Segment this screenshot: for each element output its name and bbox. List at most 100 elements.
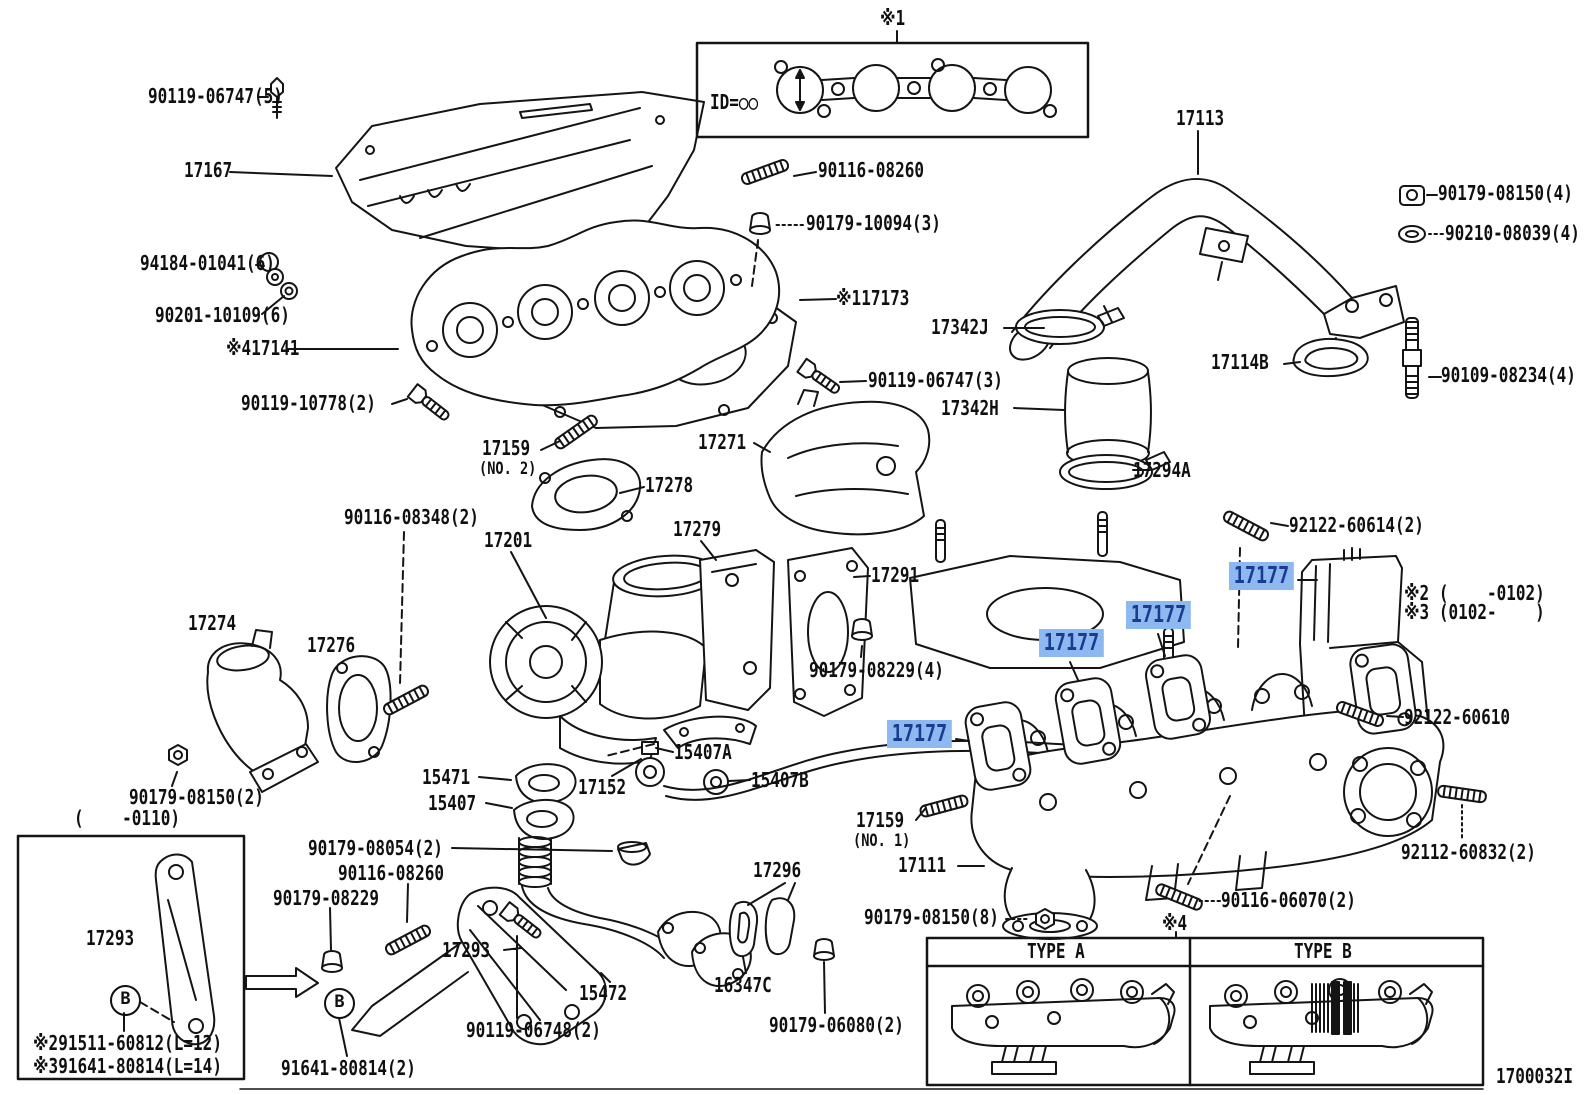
leader-lines — [123, 30, 1442, 1057]
ref-note-2: ※2 ( -0102) — [1404, 581, 1545, 605]
part-15407B: 15407B — [751, 768, 809, 792]
part-17177-3[interactable]: 17177 — [1039, 629, 1104, 658]
part-15407: 15407 — [428, 791, 477, 815]
plug-90179-08054-icon — [617, 841, 651, 866]
hose-17342H — [1064, 357, 1152, 467]
type-b-header: TYPE B — [1294, 939, 1352, 963]
part-90201-10109: 90201-10109(6) — [155, 303, 290, 327]
stud-90109-08234-icon — [1402, 317, 1422, 399]
stud-90116-08260-top-icon — [739, 157, 791, 187]
ring-90201-icon — [280, 282, 298, 300]
nut-90179-10094-icon — [749, 212, 771, 235]
part-90179-08054: 90179-08054(2) — [308, 836, 443, 860]
callout-b-1: B — [110, 985, 141, 1016]
bracket-17293-boxed — [154, 853, 216, 1046]
leader-lines-dotted — [773, 224, 1463, 920]
bolt-90119-06747-5-icon — [270, 77, 284, 119]
part-17177-4[interactable]: 17177 — [887, 720, 952, 749]
part-90119-10778: 90119-10778(2) — [241, 391, 376, 415]
part-90116-08260-a: 90116-08260 — [818, 158, 924, 182]
part-92122-60614: 92122-60614(2) — [1289, 513, 1424, 537]
part-17293-b: 17293 — [442, 938, 491, 962]
part-90179-08229-b: 90179-08229 — [273, 886, 379, 910]
part-90210-08039: 90210-08039(4) — [1445, 221, 1580, 245]
gasket-17278 — [531, 458, 642, 531]
gasket-17177-2 — [1054, 677, 1122, 765]
part-17276: 17276 — [307, 633, 356, 657]
part-17114B: 17114B — [1211, 350, 1269, 374]
plates-16347C-17296 — [728, 882, 796, 958]
part-17294A: 17294A — [1133, 458, 1191, 482]
part-17177-1[interactable]: 17177 — [1229, 562, 1294, 591]
part-17293-a: 17293 — [86, 926, 135, 950]
part-90109-08234: 90109-08234(4) — [1441, 363, 1576, 387]
part-17279: 17279 — [673, 517, 722, 541]
part-92112-60832: 92112-60832(2) — [1401, 840, 1536, 864]
part-90179-08150-8: 90179-08150(8) — [864, 905, 999, 929]
nut-90179-08229-b-icon — [321, 950, 343, 973]
part-90119-06747-5: 90119-06747(5) — [148, 84, 283, 108]
part-17152: 17152 — [578, 775, 627, 799]
part-90119-06747-3: 90119-06747(3) — [868, 368, 1003, 392]
part-17177-2[interactable]: 17177 — [1126, 601, 1191, 630]
gasket-17177-1 — [964, 701, 1032, 791]
nut-90179-08229-4-icon — [851, 618, 873, 641]
bolt-note-1: ※291511-60812(L=12) — [33, 1031, 222, 1055]
part-17271: 17271 — [698, 430, 747, 454]
part-17113: 17113 — [1176, 106, 1225, 130]
part-90179-10094: 90179-10094(3) — [806, 211, 941, 235]
date-note: ( -0110) — [74, 806, 180, 830]
gasket-17114B — [1292, 338, 1369, 378]
turbocharger-17201 — [489, 547, 869, 765]
part-17342H: 17342H — [941, 396, 999, 420]
bracket-detail-box — [16, 834, 246, 1081]
stud-92122-60614-icon — [1221, 508, 1271, 544]
drawing-code: 1700032I — [1496, 1064, 1574, 1088]
stud-90116-06070-icon — [1153, 881, 1205, 913]
part-17159-no1: 17159 — [856, 808, 905, 832]
detail-arrow — [245, 967, 319, 998]
nut-90179-08150-2-icon — [168, 744, 188, 766]
nut-90179-08150-4-icon — [1399, 185, 1425, 206]
part-90179-08229-4: 90179-08229(4) — [809, 658, 944, 682]
callout-b-2: B — [324, 988, 355, 1019]
oil-return-pipe — [513, 763, 752, 987]
bolt-note-2: ※391641-80814(L=14) — [33, 1054, 222, 1078]
gasket-id-label: ID=○○ — [710, 90, 759, 114]
turbo-outlet-elbow — [909, 511, 1185, 669]
gasket-17177-3 — [1145, 654, 1211, 740]
part-90179-08150-4: 90179-08150(4) — [1438, 181, 1573, 205]
stud-90116-08260-bottom-icon — [383, 922, 433, 958]
clamp-17294A — [1059, 451, 1171, 490]
part-91641-80814: 91641-80814(2) — [281, 1056, 416, 1080]
part-90179-08150-2: 90179-08150(2) — [129, 785, 264, 809]
part-90116-08260-b: 90116-08260 — [338, 861, 444, 885]
part-90119-06748: 90119-06748(2) — [466, 1018, 601, 1042]
stud-92112-60832-icon — [1436, 784, 1488, 804]
part-15471: 15471 — [422, 765, 471, 789]
heat-shield-17167 — [335, 91, 705, 253]
type-a-header: TYPE A — [1027, 939, 1085, 963]
part-90116-06070: 90116-06070(2) — [1221, 888, 1356, 912]
part-90116-08348: 90116-08348(2) — [344, 505, 479, 529]
part-17159-no1-sub: (NO. 1) — [853, 831, 911, 851]
part-16347C: 16347C — [714, 973, 772, 997]
type-a-drawing — [951, 978, 1176, 1075]
ref-note-4: ※4 — [1162, 911, 1188, 935]
gasket-17276 — [326, 655, 392, 764]
nut-90179-06080-icon — [813, 938, 835, 961]
part-17111: 17111 — [898, 853, 947, 877]
leader-lines-dashed — [139, 239, 1241, 1023]
part-94184-01041: 94184-01041(6) — [140, 251, 275, 275]
ref-note-3: ※3 (0102- ) — [1404, 600, 1545, 624]
type-b-bellows — [1311, 981, 1359, 1035]
nut-90179-08150-8-icon — [1035, 908, 1055, 930]
clamp-17342J — [1015, 305, 1125, 345]
exhaust-manifold-17141 — [410, 219, 781, 407]
gasket-strip-ref1 — [695, 41, 1090, 139]
part-17159-no2-sub: (NO. 2) — [479, 459, 537, 479]
elbow-17274 — [206, 629, 319, 793]
part-90179-06080: 90179-06080(2) — [769, 1013, 904, 1037]
stud-17159-no1-icon — [918, 793, 970, 819]
part-17167: 17167 — [184, 158, 233, 182]
